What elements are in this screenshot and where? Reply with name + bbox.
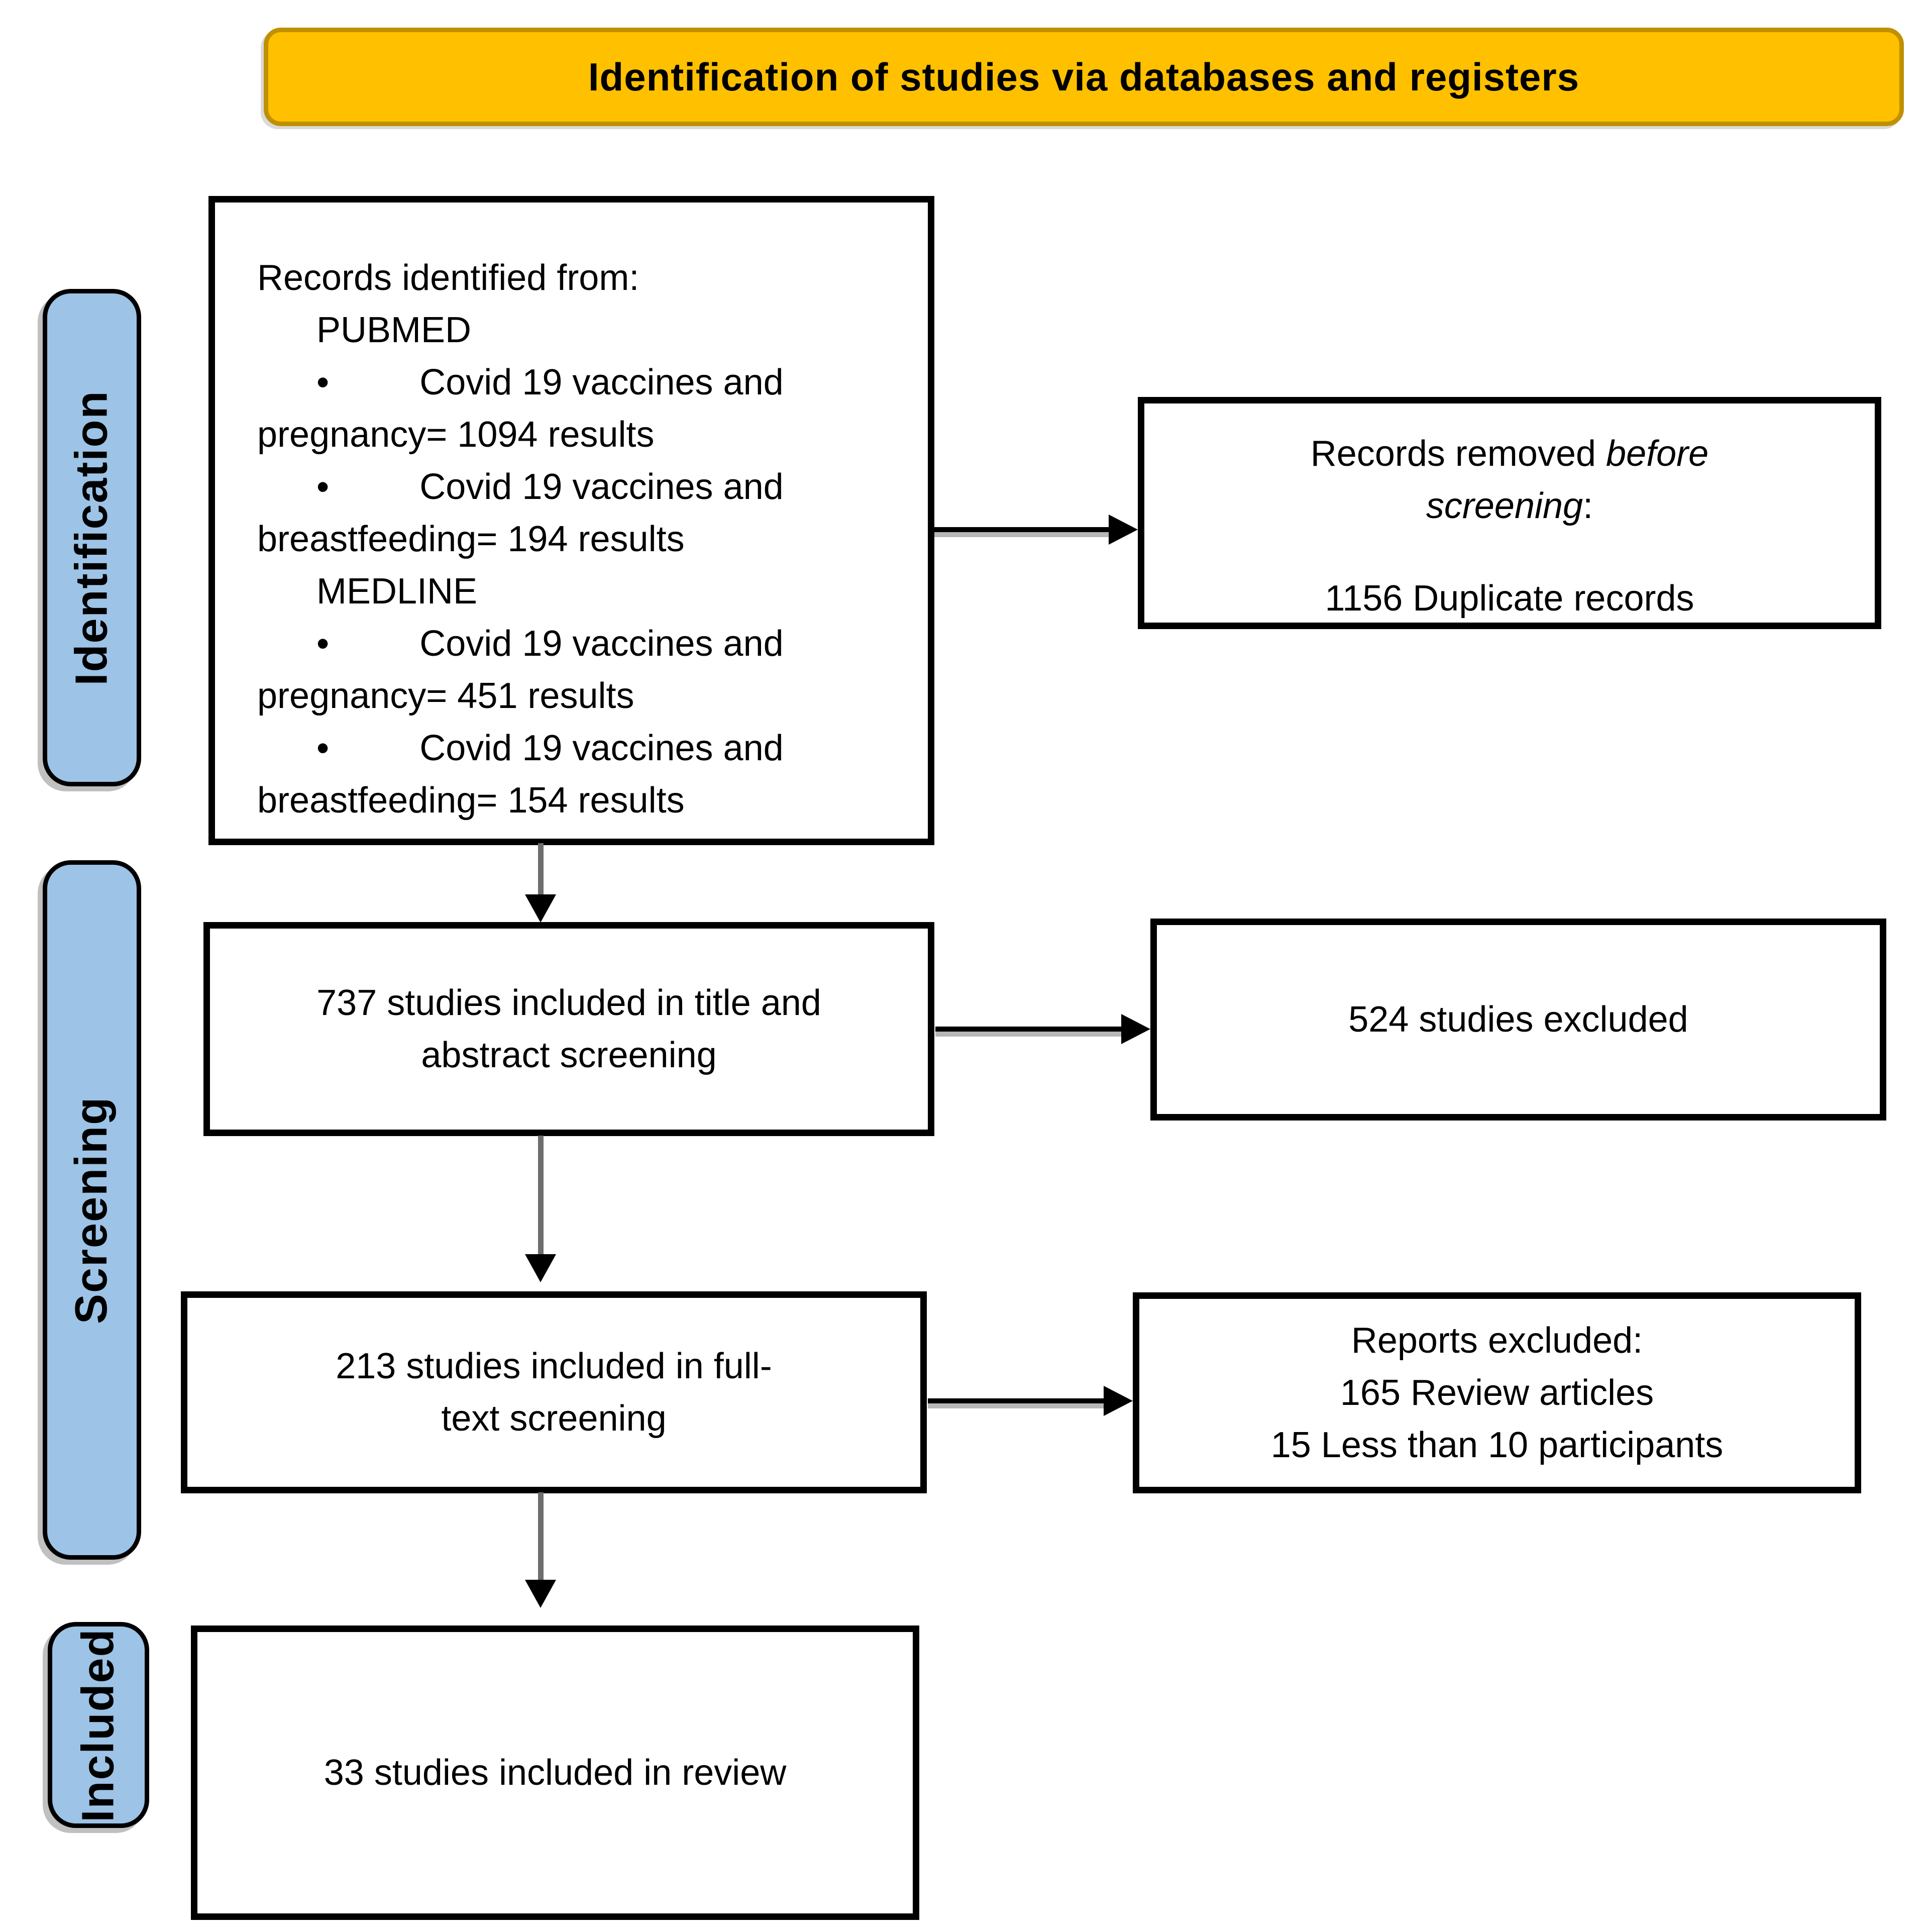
records-identified-line: MEDLINE [316,571,478,612]
full-text-screening-box: 213 studies included in full-text screen… [181,1291,927,1493]
stage-included: Included [48,1622,149,1828]
arrow-records-to-removed [934,527,1109,532]
arrowhead-right-icon [1109,515,1138,545]
records-removed-before: before [1606,434,1709,474]
records-identified-line: breastfeeding= 154 results [257,780,685,821]
arrowhead-down-icon [525,1254,556,1282]
records-identified-line: pregnancy= 451 results [257,676,634,716]
reports-excluded-reason: 165 Review articles [1340,1373,1654,1413]
stage-included-label: Included [73,1628,124,1822]
diagram-title-banner: Identification of studies via databases … [264,28,1904,126]
arrow-screening-to-excluded [935,1027,1121,1032]
records-identified-line: pregnancy= 1094 results [257,415,655,455]
arrowhead-right-icon [1104,1386,1133,1416]
diagram-title: Identification of studies via databases … [588,54,1580,99]
records-removed-screening: screening [1426,486,1583,526]
records-removed-box: Records removed before screening: 1156 D… [1138,397,1881,629]
studies-excluded-text: 524 studies excluded [1348,999,1688,1040]
stage-identification: Identification [43,289,141,786]
arrowhead-down-icon [525,894,556,923]
arrow-screening-to-fulltext [538,1136,544,1255]
records-identified-line: Records identified from: [257,258,639,298]
stage-screening-label: Screening [66,1096,117,1324]
records-removed-colon: : [1583,486,1593,526]
title-abstract-screening-box: 737 studies included in title and abstra… [203,922,934,1136]
title-abstract-screening-text: 737 studies included in title and abstra… [316,983,821,1075]
records-identified-line: • Covid 19 vaccines and [316,467,784,507]
reports-excluded-heading: Reports excluded: [1351,1320,1643,1361]
records-removed-prefix: Records removed [1310,434,1606,474]
reports-excluded-reason: 15 Less than 10 participants [1270,1425,1724,1465]
records-removed-heading: Records removed before screening: [1256,428,1763,532]
duplicate-records-count: 1156 Duplicate records [1325,578,1694,619]
arrowhead-right-icon [1121,1014,1150,1044]
stage-screening: Screening [43,860,141,1560]
full-text-screening-text: 213 studies included in full-text screen… [336,1346,772,1439]
records-identified-line: • Covid 19 vaccines and [316,728,784,768]
studies-excluded-box: 524 studies excluded [1150,919,1886,1121]
arrow-fulltext-to-included [538,1492,544,1581]
included-in-review-text: 33 studies included in review [324,1753,787,1793]
reports-excluded-box: Reports excluded: 165 Review articles 15… [1133,1292,1861,1493]
records-identified-line: PUBMED [316,310,472,350]
arrow-identified-to-screening [538,843,544,895]
records-identified-box: Records identified from: PUBMED • Covid … [208,196,934,845]
records-identified-line: • Covid 19 vaccines and [316,624,784,664]
arrowhead-down-icon [525,1580,556,1608]
included-in-review-box: 33 studies included in review [191,1625,919,1920]
arrow-fulltext-to-reports-excluded [928,1398,1104,1403]
records-identified-line: breastfeeding= 194 results [257,519,685,559]
stage-identification-label: Identification [66,390,117,685]
records-identified-line: • Covid 19 vaccines and [316,362,784,402]
